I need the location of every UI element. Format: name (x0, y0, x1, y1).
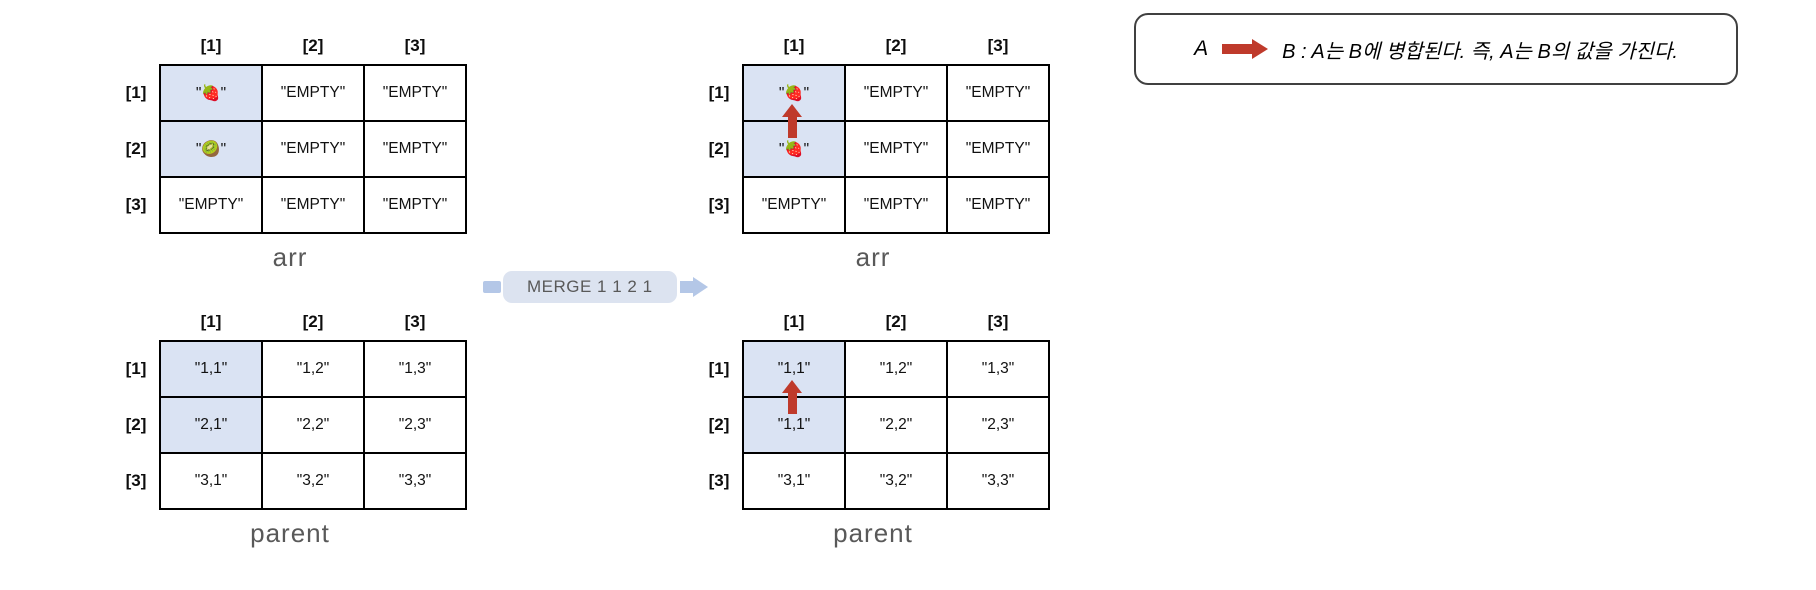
row-header: [1] (708, 83, 730, 102)
table-caption: parent (250, 518, 330, 548)
corner-spacer (113, 28, 160, 65)
table-cell: "1,2" (844, 340, 948, 398)
table-cell: "1,2" (261, 340, 365, 398)
row-header: [1] (125, 359, 147, 378)
table-cell: "3,1" (159, 452, 263, 510)
table-cell: "2,2" (844, 396, 948, 454)
col-header: [3] (404, 312, 426, 331)
table-cell: "3,1" (742, 452, 846, 510)
table-cell: "EMPTY" (363, 64, 467, 122)
col-header: [1] (200, 312, 222, 331)
row-header: [1] (125, 83, 147, 102)
legend-text: B : A는 B에 병합된다. 즉, A는 B의 값을 가진다. (1282, 40, 1678, 63)
col-header: [1] (200, 36, 222, 55)
col-header: [3] (404, 36, 426, 55)
table-cell: "EMPTY" (159, 176, 263, 234)
table-cell: "3,2" (261, 452, 365, 510)
row-header: [2] (125, 139, 147, 158)
corner-spacer (113, 304, 160, 341)
table-cell: "EMPTY" (261, 176, 365, 234)
table-cell: "EMPTY" (946, 64, 1050, 122)
table-caption: arr (855, 242, 891, 272)
table-cell: "🥝" (159, 120, 263, 178)
row-header: [2] (708, 415, 730, 434)
red-up-arrow-icon (782, 380, 802, 414)
table-cell: "3,2" (844, 452, 948, 510)
parent-after-grid: [1] [2] [3] [1] "1,1" "1,2" "1,3" [2] "1… (696, 304, 1050, 510)
arr-after-grid: [1] [2] [3] [1] "🍓" "EMPTY" "EMPTY" [2] … (696, 28, 1050, 234)
table-cell: "2,1" (159, 396, 263, 454)
col-header: [2] (885, 312, 907, 331)
table-cell: "EMPTY" (844, 64, 948, 122)
table-cell: "2,3" (946, 396, 1050, 454)
table-cell: "EMPTY" (261, 64, 365, 122)
table-cell: "EMPTY" (261, 120, 365, 178)
col-header: [3] (987, 312, 1009, 331)
col-header: [1] (783, 36, 805, 55)
row-header: [2] (708, 139, 730, 158)
row-header: [3] (125, 471, 147, 490)
table-cell: "EMPTY" (844, 120, 948, 178)
row-header: [3] (708, 471, 730, 490)
table-cell: "2,3" (363, 396, 467, 454)
table-cell: "EMPTY" (363, 120, 467, 178)
table-cell: "1,3" (946, 340, 1050, 398)
table-cell: "3,3" (946, 452, 1050, 510)
table-cell: "🍓" (159, 64, 263, 122)
table-cell: "EMPTY" (946, 120, 1050, 178)
blue-arrow-head (692, 277, 708, 297)
row-header: [3] (708, 195, 730, 214)
red-arrow-head (782, 380, 802, 393)
table-cell: "EMPTY" (742, 176, 846, 234)
red-arrow-shaft (787, 393, 797, 414)
parent-table-after: [1] [2] [3] [1] "1,1" "1,2" "1,3" [2] "1… (696, 304, 1050, 549)
table-cell: "2,2" (261, 396, 365, 454)
red-right-arrow-icon (1222, 39, 1269, 59)
col-header: [1] (783, 312, 805, 331)
col-header: [2] (302, 36, 324, 55)
corner-spacer (696, 304, 743, 341)
red-arrow-head (1252, 39, 1269, 59)
col-header: [2] (302, 312, 324, 331)
red-arrow-shaft (1222, 44, 1253, 54)
blue-right-arrow-icon (679, 277, 708, 297)
legend-a-label: A (1194, 37, 1209, 60)
arr-table-before: [1] [2] [3] [1] "🍓" "EMPTY" "EMPTY" [2] … (113, 28, 467, 273)
row-header: [2] (125, 415, 147, 434)
table-cell: "EMPTY" (363, 176, 467, 234)
red-arrow-shaft (787, 117, 797, 138)
table-caption: arr (272, 242, 308, 272)
col-header: [3] (987, 36, 1009, 55)
parent-before-grid: [1] [2] [3] [1] "1,1" "1,2" "1,3" [2] "2… (113, 304, 467, 510)
table-caption: parent (833, 518, 913, 548)
red-up-arrow-icon (782, 104, 802, 138)
parent-table-before: [1] [2] [3] [1] "1,1" "1,2" "1,3" [2] "2… (113, 304, 467, 549)
blue-arrow-shaft (679, 281, 693, 293)
table-cell: "1,1" (159, 340, 263, 398)
merge-command-group: MERGE 1 1 2 1 (483, 271, 708, 303)
blue-arrow-tail-icon (483, 281, 501, 293)
row-header: [1] (708, 359, 730, 378)
row-header: [3] (125, 195, 147, 214)
col-header: [2] (885, 36, 907, 55)
table-cell: "1,3" (363, 340, 467, 398)
corner-spacer (696, 28, 743, 65)
legend-box: A B : A는 B에 병합된다. 즉, A는 B의 값을 가진다. (1134, 13, 1738, 85)
arr-table-after: [1] [2] [3] [1] "🍓" "EMPTY" "EMPTY" [2] … (696, 28, 1050, 273)
table-cell: "EMPTY" (844, 176, 948, 234)
table-cell: "3,3" (363, 452, 467, 510)
arr-before-grid: [1] [2] [3] [1] "🍓" "EMPTY" "EMPTY" [2] … (113, 28, 467, 234)
red-arrow-head (782, 104, 802, 117)
table-cell: "EMPTY" (946, 176, 1050, 234)
merge-command-badge: MERGE 1 1 2 1 (503, 271, 677, 303)
